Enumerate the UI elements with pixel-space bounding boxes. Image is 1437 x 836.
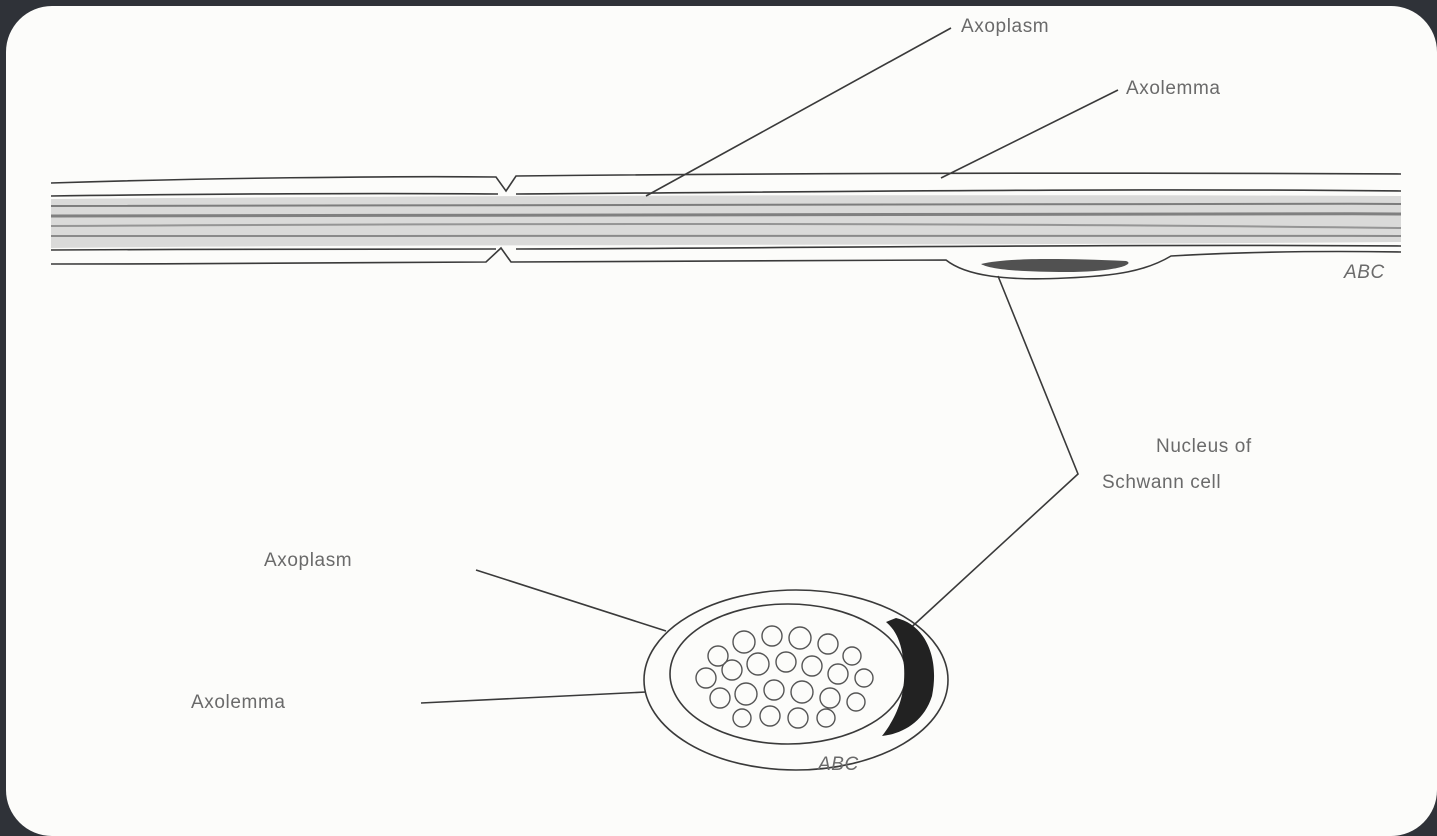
label-axoplasm-top: Axoplasm xyxy=(961,16,1049,37)
fiber-inner-top xyxy=(51,190,1401,196)
longitudinal-fiber: ABC xyxy=(51,173,1401,283)
initials-top: ABC xyxy=(1343,262,1385,283)
cross-section-inner xyxy=(670,604,906,744)
initials-bottom: ABC xyxy=(817,754,859,775)
label-axoplasm-bottom: Axoplasm xyxy=(264,550,352,571)
leader-nucleus xyxy=(904,276,1078,634)
schwann-nucleus-longitudinal xyxy=(981,259,1129,272)
label-nucleus-line2: Schwann cell xyxy=(1102,472,1221,493)
leader-axoplasm-top xyxy=(646,28,951,196)
diagram-panel: ABC Axoplasm Axolemma Nucleus of Schwann… xyxy=(6,6,1437,836)
label-axolemma-top: Axolemma xyxy=(1126,78,1221,99)
cross-section: ABC xyxy=(644,590,948,775)
nerve-fiber-diagram: ABC Axoplasm Axolemma Nucleus of Schwann… xyxy=(6,6,1437,836)
fiber-outer-bottom xyxy=(51,248,1401,279)
leader-axolemma-top xyxy=(941,90,1118,178)
leader-axolemma-bottom xyxy=(421,692,646,703)
label-nucleus-line1: Nucleus of xyxy=(1156,436,1252,457)
leader-axoplasm-bottom xyxy=(476,570,666,631)
axoplasm-texture xyxy=(696,626,873,728)
fiber-outer-top xyxy=(51,173,1401,191)
schwann-nucleus-cross xyxy=(882,618,934,736)
cross-section-outer xyxy=(644,590,948,770)
label-axolemma-bottom: Axolemma xyxy=(191,692,286,713)
